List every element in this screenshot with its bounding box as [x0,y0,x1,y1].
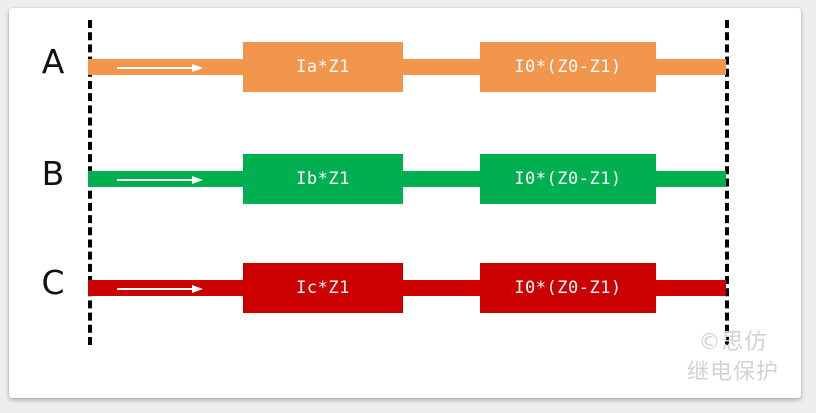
watermark-line-1: ©思仿 [698,330,768,355]
arrow-shaft [117,179,193,181]
segment-impedance-b: Ib*Z1 [243,154,403,204]
segment-impedance-c: Ic*Z1 [243,263,403,313]
arrow-head-icon [192,64,203,72]
segment-zero-sequence-b: I0*(Z0-Z1) [480,154,656,204]
segment-impedance-a: Ia*Z1 [243,42,403,92]
arrow-shaft [117,67,193,69]
arrow-head-icon [192,285,203,293]
phase-label-b: B [41,154,65,193]
current-direction-arrow-a [117,64,203,73]
phase-row-b: B Ib*Z1 I0*(Z0-Z1) [9,149,801,209]
watermark-line-2: 继电保护 [686,360,779,385]
segment-zero-sequence-a: I0*(Z0-Z1) [480,42,656,92]
phase-label-c: C [41,263,65,302]
diagram-card: A Ia*Z1 I0*(Z0-Z1) B Ib*Z1 I0*(Z0-Z1) C [9,8,801,398]
arrow-head-icon [192,176,203,184]
phase-row-c: C Ic*Z1 I0*(Z0-Z1) [9,258,801,318]
arrow-shaft [117,288,193,290]
phase-label-a: A [41,42,65,81]
current-direction-arrow-b [117,176,203,185]
watermark: ©思仿 继电保护 [687,328,779,388]
current-direction-arrow-c [117,285,203,294]
segment-zero-sequence-c: I0*(Z0-Z1) [480,263,656,313]
phase-row-a: A Ia*Z1 I0*(Z0-Z1) [9,37,801,97]
dashed-reference-line-right [725,20,729,345]
